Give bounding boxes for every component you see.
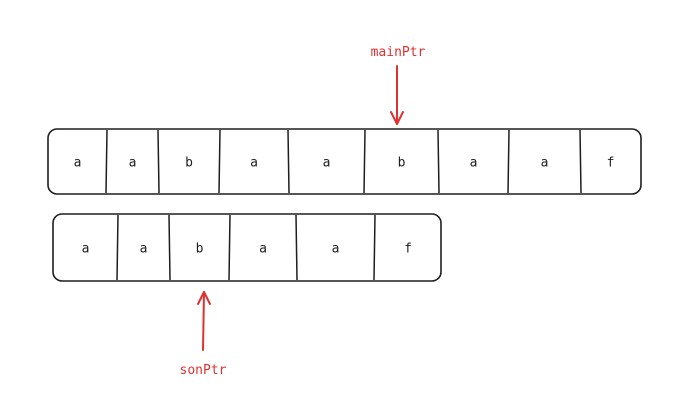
son-array-divider (116, 214, 119, 281)
main-array-cell-7: a (541, 156, 549, 171)
son-array-cell-0: a (82, 242, 90, 257)
main-array-frame (47, 128, 642, 195)
main-array-divider (218, 129, 221, 194)
son-array-divider (168, 214, 171, 281)
main-array-cell-8: f (607, 156, 615, 171)
main-array-dividers (105, 129, 582, 194)
son-array-cell-4: a (332, 242, 340, 257)
main-array-divider (157, 129, 160, 194)
main-array-divider (287, 129, 290, 194)
son-pointer-arrow-shaft (202, 291, 205, 351)
son-array-divider (373, 214, 376, 281)
main-array-divider (363, 129, 366, 194)
main-array-divider (507, 129, 510, 194)
son-pointer-arrow-head (197, 291, 211, 305)
main-pointer-label: mainPtr (371, 45, 426, 60)
main-array-cell-6: a (470, 156, 478, 171)
son-array-cell-2: b (196, 242, 204, 257)
son-array-cell-3: a (259, 242, 267, 257)
main-array-cell-5: b (398, 156, 406, 171)
son-array-cell-5: f (404, 242, 412, 257)
main-pointer: mainPtr (371, 45, 426, 125)
main-array-cell-0: a (74, 156, 82, 171)
main-array-cell-2: b (185, 156, 193, 171)
main-pointer-arrow-head (390, 111, 404, 125)
main-array-divider (105, 129, 108, 194)
son-array-divider (228, 214, 231, 281)
son-array-divider (295, 214, 298, 281)
son-pointer: sonPtr (180, 291, 227, 378)
main-array-divider (437, 129, 440, 194)
main-array-cell-1: a (129, 156, 137, 171)
son-array-dividers (116, 214, 376, 281)
son-array-cell-1: a (140, 242, 148, 257)
main-array-cell-3: a (250, 156, 258, 171)
main-array-cell-4: a (323, 156, 331, 171)
son-array-frame (52, 213, 442, 282)
main-array-divider (579, 129, 582, 194)
son-pointer-label: sonPtr (180, 363, 227, 378)
